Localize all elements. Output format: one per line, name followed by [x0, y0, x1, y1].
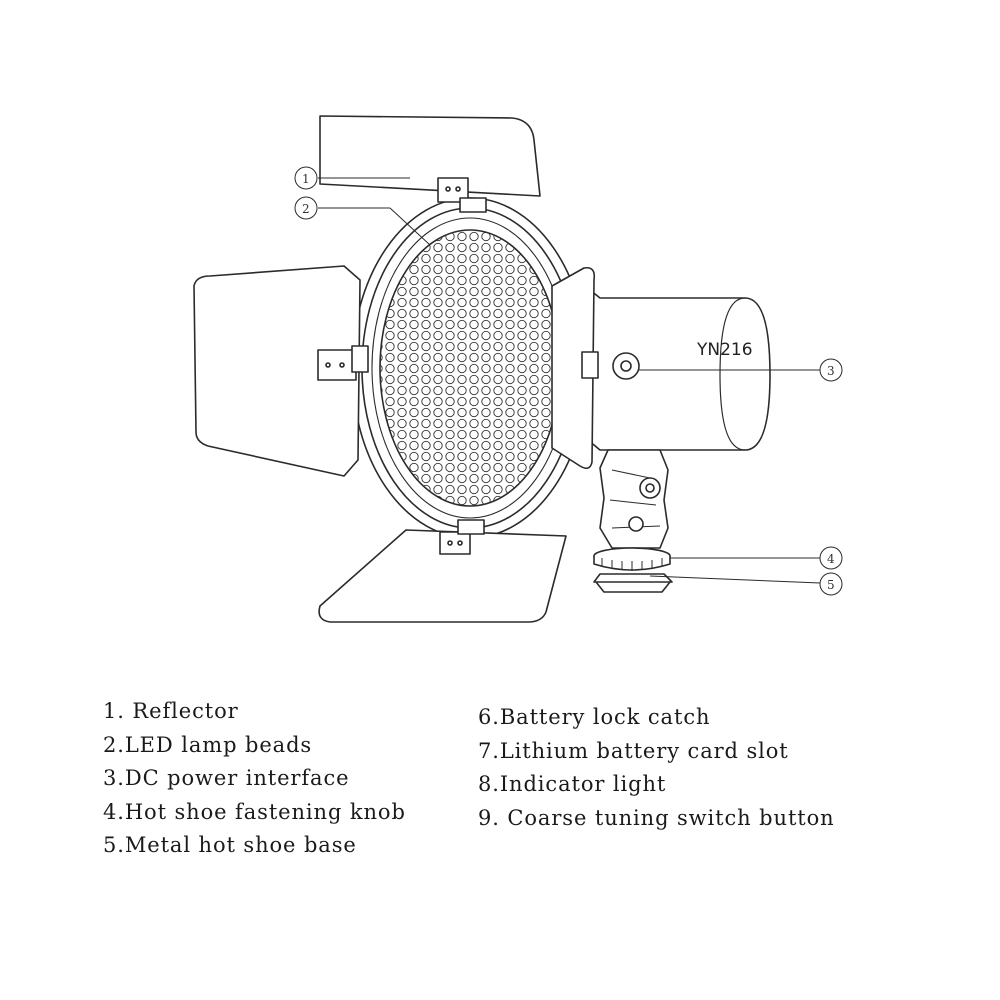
legend-left: 1. Reflector 2.LED lamp beads 3.DC power… — [103, 695, 406, 863]
led-light-diagram: YN216 — [193, 115, 843, 623]
legend-item-reflector: 1. Reflector — [103, 699, 239, 723]
fastening-knob — [593, 547, 671, 571]
legend-item-dc-power-interface: 3.DC power interface — [103, 766, 350, 791]
barn-door-top — [319, 115, 541, 213]
legend-item-hot-shoe-knob: 4.Hot shoe fastening knob — [103, 799, 406, 824]
callout-3: 3 — [639, 358, 843, 382]
legend-item-indicator-light: 8.Indicator light — [478, 772, 667, 797]
legend-right: 6.Battery lock catch 7.Lithium battery c… — [478, 701, 835, 835]
callout-3-number: 3 — [827, 364, 835, 378]
callout-2-number: 2 — [302, 202, 310, 216]
legend-item-led-lamp-beads: 2.LED lamp beads — [103, 732, 313, 757]
model-label: YN216 — [696, 340, 753, 360]
barn-door-right — [551, 266, 599, 470]
barn-door-left — [193, 265, 369, 477]
callout-4-number: 4 — [827, 552, 835, 566]
dc-power-port — [612, 352, 640, 380]
callout-1-number: 1 — [302, 172, 310, 186]
hot-shoe-mount — [593, 449, 673, 593]
barn-door-bottom — [318, 519, 567, 623]
legend-item-battery-lock-catch: 6.Battery lock catch — [478, 705, 711, 729]
callout-5: 5 — [649, 572, 843, 596]
led-lamp-beads — [379, 229, 561, 507]
legend-item-coarse-tuning-button: 9. Coarse tuning switch button — [478, 805, 835, 830]
callout-4: 4 — [670, 546, 843, 570]
metal-shoe-base — [593, 573, 673, 593]
callout-5-number: 5 — [827, 578, 835, 592]
callout-2: 2 — [294, 196, 431, 246]
legend-item-battery-card-slot: 7.Lithium battery card slot — [478, 738, 789, 763]
callout-1: 1 — [294, 166, 410, 190]
legend-item-metal-hot-shoe-base: 5.Metal hot shoe base — [103, 833, 357, 858]
